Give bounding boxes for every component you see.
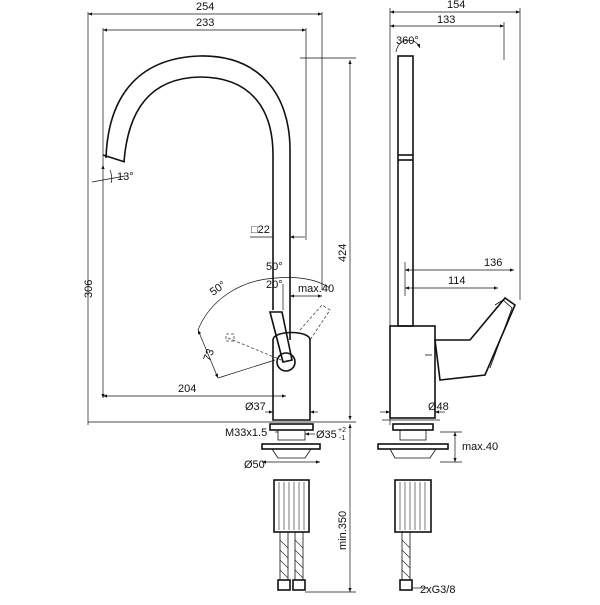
washer-fork bbox=[271, 448, 312, 459]
spout-depth-label: 133 bbox=[437, 14, 455, 26]
washer bbox=[261, 443, 321, 450]
lever-clearance-label: max.40 bbox=[298, 283, 334, 295]
lever-pivot bbox=[276, 352, 296, 372]
thread-label: M33x1.5 bbox=[225, 427, 267, 439]
lever-depth-b-label: 114 bbox=[448, 275, 466, 287]
worktop-label: max.40 bbox=[462, 441, 498, 453]
side-mounting-nut bbox=[394, 479, 432, 533]
lever-length-label: 73 bbox=[202, 347, 217, 363]
lever-arc-50a bbox=[197, 277, 277, 331]
hole-tolerance-minus: -1 bbox=[339, 435, 345, 442]
spout-inner-outline bbox=[123, 76, 274, 310]
front-view: 254 233 13° □22 50° 50° 20° bbox=[83, 1, 356, 593]
overall-width-label: 254 bbox=[196, 1, 214, 13]
side-washer-fork bbox=[389, 448, 437, 459]
lever-handle bbox=[268, 311, 293, 363]
hole-tolerance-plus: +2 bbox=[338, 427, 346, 434]
side-mounting-shank bbox=[399, 429, 427, 441]
outlet-angle-arc bbox=[109, 169, 113, 184]
outlet-angle-line bbox=[91, 175, 126, 183]
outlet-height-label: 306 bbox=[83, 280, 95, 298]
swivel-arc bbox=[395, 39, 421, 53]
hole-diameter-label: Ø35 bbox=[316, 429, 337, 441]
side-view: 154 133 360° 136 114 Ø48 bbox=[377, 0, 521, 596]
body-lower bbox=[272, 340, 311, 421]
spout-outer-outline bbox=[105, 55, 291, 340]
lever-angle-c-label: 20° bbox=[266, 279, 283, 291]
side-lever bbox=[434, 296, 516, 381]
mounting-plate bbox=[269, 423, 314, 431]
connections-label: 2xG3/8 bbox=[420, 584, 455, 596]
nut-ribs bbox=[278, 482, 305, 530]
outlet-angle-label: 13° bbox=[117, 171, 134, 183]
washer-diameter-label: Ø50 bbox=[244, 459, 265, 471]
square-label: □22 bbox=[251, 224, 270, 236]
body-diameter-label: Ø37 bbox=[245, 401, 266, 413]
side-supply-hose bbox=[399, 531, 413, 591]
lever-ghost-right bbox=[299, 304, 331, 341]
lever-angle-b-label: 50° bbox=[266, 261, 283, 273]
lever-length-dim bbox=[197, 329, 219, 379]
side-body bbox=[389, 325, 436, 419]
spout-reach-label: 233 bbox=[196, 17, 214, 29]
lever-ghost-left bbox=[227, 337, 287, 363]
body-top-arc bbox=[272, 331, 311, 341]
side-washer bbox=[377, 443, 449, 450]
side-spout-tube bbox=[397, 55, 414, 327]
lever-length-ext bbox=[217, 359, 276, 379]
overall-depth-label: 154 bbox=[447, 0, 465, 11]
swivel-label: 360° bbox=[396, 35, 419, 47]
spout-outlet bbox=[102, 154, 126, 163]
lever-arc-50b bbox=[275, 277, 331, 289]
side-mounting-plate bbox=[392, 423, 434, 431]
lever-ghost-left-tip bbox=[225, 333, 235, 342]
hose-length-label: min.350 bbox=[337, 511, 349, 550]
side-lever-inner bbox=[489, 299, 513, 369]
side-body-diameter-label: Ø48 bbox=[428, 401, 449, 413]
lever-depth-a-label: 136 bbox=[484, 257, 502, 269]
overall-height-label: 424 bbox=[337, 244, 349, 262]
spout-to-lever-label: 204 bbox=[178, 383, 196, 395]
side-nut-ribs bbox=[399, 482, 426, 530]
mounting-nut bbox=[273, 479, 310, 533]
mounting-shank bbox=[277, 429, 306, 441]
supply-hoses bbox=[277, 531, 306, 591]
